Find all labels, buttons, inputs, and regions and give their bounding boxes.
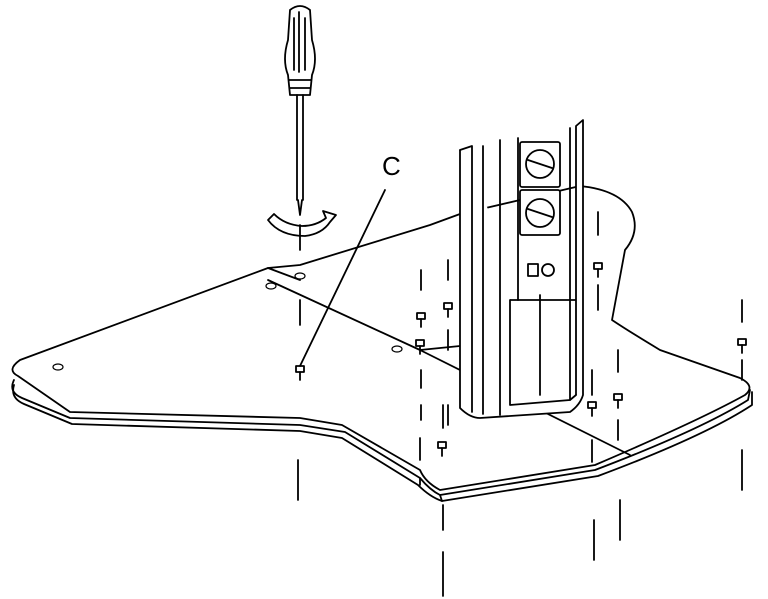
callout-label: C [382, 151, 401, 181]
screw-icon [613, 393, 623, 409]
screws [295, 262, 747, 457]
base-plate [11, 185, 753, 502]
screw-icon [737, 338, 747, 354]
screw-icon [587, 401, 597, 417]
column [459, 119, 584, 419]
screw-icon [415, 339, 425, 355]
alignment-lines [297, 211, 743, 597]
screwdriver-icon [284, 5, 316, 216]
rotation-arrow-icon [267, 210, 337, 237]
screw-icon [443, 302, 453, 318]
screw-icon [593, 262, 603, 278]
screw-icon [437, 441, 447, 457]
screw-icon [416, 312, 426, 328]
callout-c: C [299, 151, 401, 367]
